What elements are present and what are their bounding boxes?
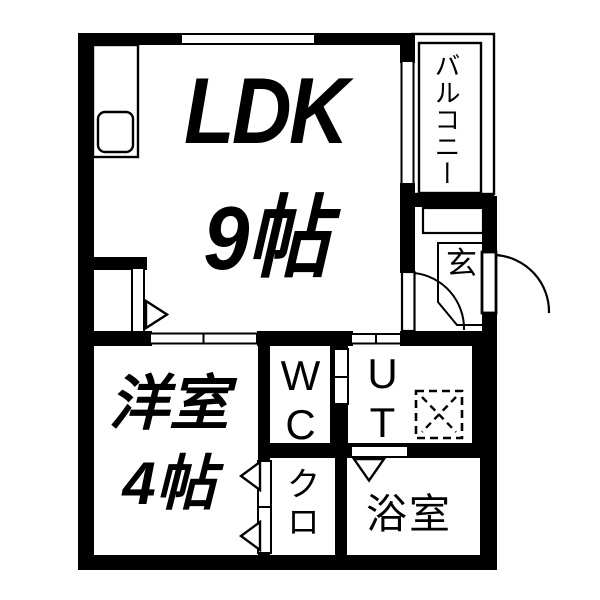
wall-segment bbox=[400, 193, 494, 207]
balcony-label: バルコニー bbox=[431, 52, 461, 187]
wall-segment bbox=[400, 207, 415, 273]
shoe-cabinet bbox=[421, 206, 485, 235]
wall-segment bbox=[482, 196, 497, 253]
washing-machine-cross bbox=[421, 396, 457, 433]
wall-segment bbox=[78, 331, 152, 346]
wall-segment bbox=[400, 331, 497, 346]
window-balcony-side bbox=[400, 60, 415, 185]
wall-segment bbox=[482, 313, 497, 346]
entrance-door-swing-arc bbox=[495, 253, 551, 314]
ldk-room-label: LDK bbox=[183, 58, 349, 163]
wall-segment bbox=[78, 555, 497, 570]
washing-machine-outline bbox=[414, 389, 464, 440]
window-top bbox=[180, 33, 316, 45]
wall-segment bbox=[480, 443, 497, 555]
wc-label: WC bbox=[277, 352, 324, 450]
entrance-label: 玄 bbox=[446, 246, 477, 281]
wc-door bbox=[333, 348, 349, 405]
walls bbox=[78, 33, 497, 570]
wall-segment bbox=[78, 33, 182, 45]
wall-segment bbox=[85, 257, 147, 270]
kitchen-sink-icon bbox=[96, 110, 135, 154]
closet-label: クロ bbox=[281, 466, 319, 542]
wall-segment bbox=[314, 33, 415, 45]
bathroom-door bbox=[350, 445, 409, 458]
washing-machine-icon bbox=[414, 389, 464, 440]
balcony-inner-rail bbox=[417, 41, 483, 195]
western-room-size-label: 4帖 bbox=[122, 450, 216, 517]
sliding-door-western-room bbox=[149, 332, 258, 345]
ut-label: UT bbox=[359, 350, 406, 448]
sliding-door-utility bbox=[350, 333, 402, 345]
opening-triangle-closet-bottom bbox=[238, 519, 262, 553]
wall-segment bbox=[257, 331, 353, 346]
ldk-door-leaf bbox=[400, 270, 416, 333]
genkan-floor bbox=[437, 242, 484, 326]
storage-door-panel bbox=[131, 267, 145, 333]
entrance-door-leaf bbox=[480, 250, 498, 315]
bathroom-label: 浴室 bbox=[366, 491, 452, 537]
opening-triangle-closet-top bbox=[238, 459, 262, 493]
ldk-size-label: 9帖 bbox=[203, 189, 329, 289]
wall-segment bbox=[472, 346, 497, 443]
wall-segment bbox=[335, 458, 347, 555]
wall-segment bbox=[78, 33, 94, 570]
ldk-door-swing-arc bbox=[414, 272, 466, 331]
opening-triangle-storage bbox=[144, 298, 170, 331]
western-room-label: 洋室 bbox=[109, 370, 229, 437]
opening-triangle-bathroom bbox=[351, 457, 387, 483]
